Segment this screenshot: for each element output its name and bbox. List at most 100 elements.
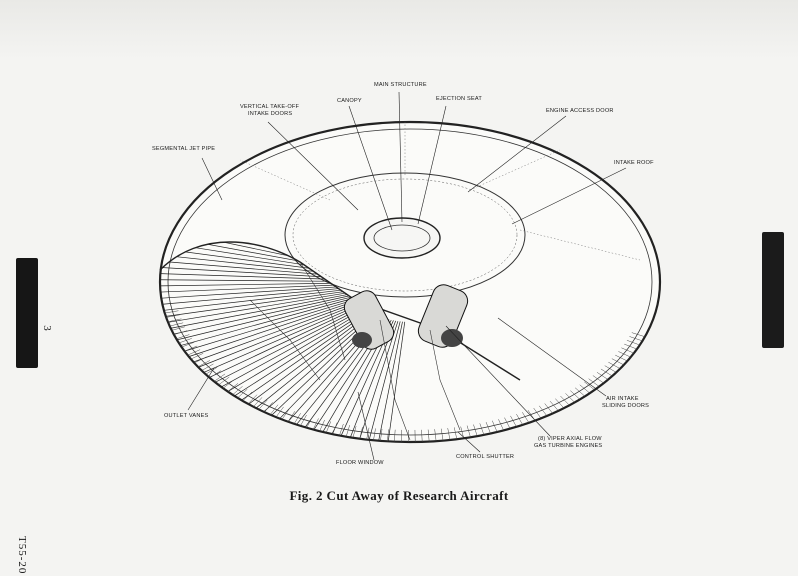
rim-hatch-line: [466, 425, 471, 438]
rim-hatch-line: [608, 361, 621, 369]
rim-hatch-line: [600, 368, 613, 377]
rim-hatch-line: [427, 429, 430, 442]
radial-vane: [241, 311, 370, 401]
rim-hatch-line: [584, 381, 595, 391]
radial-vane: [227, 309, 367, 392]
rim-hatch-line: [453, 427, 458, 440]
rim-hatch-line: [264, 402, 273, 413]
radial-vane: [248, 312, 372, 405]
label-sliding-doors: SLIDING DOORS: [602, 403, 650, 409]
rim-hatch-line: [287, 411, 296, 422]
rim-hatch-line: [190, 353, 204, 360]
rim-hatch-line: [201, 363, 214, 371]
rim-hatch-line: [181, 341, 195, 348]
rim-hatch-line: [504, 417, 511, 429]
rim-hatch-line: [611, 358, 624, 366]
rim-hatch-line: [164, 310, 179, 314]
radial-vane: [234, 310, 369, 397]
rim-hatch-line: [169, 322, 184, 327]
rim-hatch-line: [592, 375, 604, 384]
rim-hatch-line: [492, 420, 498, 433]
rim-hatch-line: [222, 380, 234, 389]
radial-vane: [255, 313, 374, 409]
rim-hatch-line: [618, 351, 631, 358]
radial-vane: [387, 321, 406, 442]
label-floor-window: FLOOR WINDOW: [336, 460, 384, 466]
rim-hatch-line: [312, 418, 319, 430]
rim-hatch-line: [539, 405, 548, 417]
rim-hatch-line: [300, 414, 307, 426]
label-intake-doors: INTAKE DOORS: [248, 111, 293, 117]
radial-vane: [160, 273, 351, 281]
rim-hatch-line: [345, 425, 350, 437]
rim-hatch-line: [209, 370, 222, 379]
label-outlet-vanes: OUTLET VANES: [164, 413, 209, 419]
rim-hatch-line: [380, 428, 383, 441]
rim-hatch-line: [629, 336, 643, 342]
rim-hatch-line: [574, 387, 586, 397]
label-segmental-jet-pipe: SEGMENTAL JET PIPE: [152, 146, 216, 152]
radial-vane: [180, 297, 356, 346]
binder-tab-right: [762, 232, 784, 348]
radial-vane: [160, 284, 351, 293]
rim-hatch-line: [447, 428, 451, 440]
rim-hatch-line: [473, 424, 478, 437]
rim-hatch-line: [549, 400, 559, 411]
label-main-structure: MAIN STRUCTURE: [374, 82, 427, 88]
rim-hatch-line: [218, 376, 230, 386]
rim-hatch-line: [167, 318, 182, 323]
rim-hatch-line: [171, 326, 186, 331]
rim-hatch-line: [565, 393, 575, 403]
radial-vane: [209, 305, 362, 378]
inner-rim: [167, 128, 653, 436]
label-control-shutter: CONTROL SHUTTER: [456, 454, 515, 460]
rim-hatch-line: [352, 426, 357, 438]
rim-hatch-line: [434, 429, 437, 442]
radial-vane: [378, 321, 403, 441]
rim-hatch-line: [588, 378, 600, 387]
radial-vane: [160, 279, 351, 282]
rim-hatch-line: [533, 407, 542, 419]
rim-hatch-line: [332, 422, 338, 435]
radial-vane: [221, 307, 365, 388]
rim-hatch-line: [544, 403, 553, 414]
radial-vane: [359, 321, 399, 439]
radial-vane: [198, 302, 360, 368]
radial-vane: [215, 306, 364, 383]
rim-hatch-line: [359, 426, 363, 439]
radial-vane: [203, 304, 361, 373]
label-canopy: CANOPY: [337, 98, 362, 104]
label-viper-engines-line2: GAS TURBINE ENGINES: [534, 443, 603, 449]
outer-rim: [158, 120, 662, 444]
rim-hatch-line: [237, 388, 248, 399]
figure-caption: Fig. 2 Cut Away of Research Aircraft: [289, 488, 509, 503]
label-intake-roof: INTAKE ROOF: [614, 160, 654, 166]
radial-vane: [173, 294, 354, 335]
rim-hatch-line: [510, 415, 517, 427]
rim-hatch-line: [631, 332, 645, 337]
rim-hatch-line: [325, 421, 332, 433]
rim-hatch-line: [394, 429, 396, 442]
radial-vane: [188, 300, 358, 357]
rim-hatch-line: [555, 398, 565, 409]
rim-hatch-line: [516, 413, 523, 425]
rim-hatch-line: [485, 422, 491, 434]
rim-hatch-line: [339, 423, 344, 436]
rim-hatch-line: [570, 390, 581, 400]
rim-hatch-line: [624, 343, 638, 350]
radial-vane: [176, 296, 355, 341]
binder-tab-left: [16, 258, 38, 368]
rim-hatch-line: [626, 340, 640, 346]
rim-hatch-line: [306, 416, 313, 428]
rim-hatch-line: [319, 419, 325, 432]
canopy-outline: [363, 217, 441, 259]
label-vertical-takeoff: VERTICAL TAKE-OFF: [240, 104, 300, 110]
rim-hatch-line: [604, 365, 617, 373]
rim-hatch-line: [194, 356, 207, 364]
engine-left: [343, 290, 395, 350]
rim-hatch-line: [232, 386, 243, 395]
intake-ring: [284, 172, 526, 298]
rim-hatch-line: [479, 423, 485, 435]
rim-hatch-line: [270, 404, 279, 415]
